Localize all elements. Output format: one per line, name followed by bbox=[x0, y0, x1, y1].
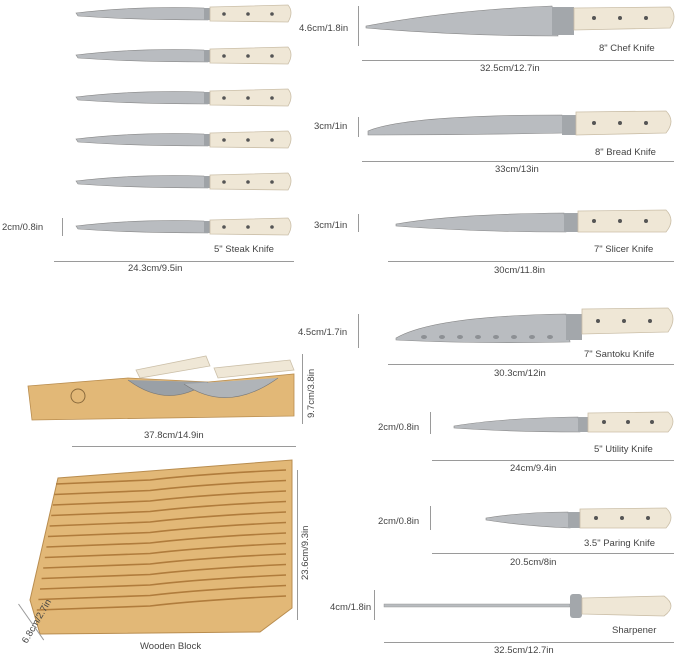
steak-knife-1 bbox=[75, 4, 292, 23]
slicer-knife-label: 7" Slicer Knife bbox=[594, 244, 654, 255]
block-slot bbox=[44, 542, 287, 559]
santoku-height-dim: 4.5cm/1.7in bbox=[298, 327, 348, 338]
chef-knife-label: 8" Chef Knife bbox=[599, 43, 655, 54]
bread-knife bbox=[367, 110, 672, 136]
sharpener-height-tick bbox=[374, 590, 375, 620]
block-width-dim: 37.8cm/14.9in bbox=[144, 430, 204, 441]
utility-knife-label: 5" Utility Knife bbox=[594, 444, 653, 455]
block-slot bbox=[51, 500, 287, 517]
block-depth-dim: 23.6cm/9.3in bbox=[300, 525, 311, 580]
paring-knife bbox=[485, 507, 672, 529]
block-height-tick bbox=[302, 354, 303, 424]
utility-length-line bbox=[432, 460, 674, 461]
santoku-knife-label: 7" Santoku Knife bbox=[584, 349, 655, 360]
paring-length-line bbox=[432, 553, 674, 554]
block-slot bbox=[39, 574, 287, 590]
santoku-length-dim: 30.3cm/12in bbox=[494, 368, 546, 379]
chef-height-tick bbox=[358, 6, 359, 46]
block-slot bbox=[49, 511, 287, 527]
sharpener-label: Sharpener bbox=[612, 625, 657, 636]
santoku-length-line bbox=[388, 364, 674, 365]
utility-length-dim: 24cm/9.4in bbox=[510, 463, 557, 474]
paring-length-dim: 20.5cm/8in bbox=[510, 557, 557, 568]
steak-height-dim: 2cm/0.8in bbox=[2, 222, 44, 233]
steak-length-line bbox=[54, 261, 294, 262]
block-depth-tick bbox=[297, 470, 298, 620]
wooden-block-label: Wooden Block bbox=[140, 641, 202, 652]
wooden-block-side-view bbox=[27, 355, 295, 421]
steak-knife-3 bbox=[75, 88, 292, 107]
santoku-height-tick bbox=[358, 314, 359, 348]
block-width-line bbox=[72, 446, 296, 447]
sharpener-height-dim: 4cm/1.8in bbox=[330, 602, 372, 613]
steak-length-dim: 24.3cm/9.5in bbox=[128, 263, 183, 274]
steak-height-tick bbox=[62, 218, 63, 236]
block-body bbox=[29, 459, 293, 635]
slicer-knife bbox=[395, 209, 672, 233]
bread-knife-label: 8" Bread Knife bbox=[595, 147, 656, 158]
bread-height-tick bbox=[358, 117, 359, 137]
bread-length-line bbox=[362, 161, 674, 162]
chef-length-dim: 32.5cm/12.7in bbox=[480, 63, 540, 74]
utility-knife bbox=[453, 411, 674, 433]
slicer-length-line bbox=[388, 261, 674, 262]
chef-length-line bbox=[362, 60, 674, 61]
block-slot bbox=[52, 490, 287, 506]
sharpener bbox=[383, 594, 672, 618]
bread-height-dim: 3cm/1in bbox=[314, 121, 348, 132]
sharpener-length-dim: 32.5cm/12.7in bbox=[494, 645, 554, 656]
block-slot bbox=[47, 521, 287, 538]
block-slot bbox=[36, 595, 287, 611]
block-thickness-dim: 6.8cm/2.7in bbox=[20, 597, 55, 646]
slicer-height-dim: 3cm/1in bbox=[314, 220, 348, 231]
santoku-knife bbox=[395, 307, 674, 343]
slicer-height-tick bbox=[358, 214, 359, 232]
block-slot bbox=[41, 563, 287, 580]
utility-height-tick bbox=[430, 412, 431, 434]
paring-height-tick bbox=[430, 506, 431, 530]
steak-knife-6 bbox=[75, 217, 292, 236]
block-height-dim: 9.7cm/3.8in bbox=[306, 368, 317, 418]
paring-height-dim: 2cm/0.8in bbox=[378, 516, 420, 527]
paring-knife-label: 3.5" Paring Knife bbox=[584, 538, 655, 549]
steak-knife-2 bbox=[75, 46, 292, 65]
block-slot bbox=[55, 469, 287, 485]
chef-height-dim: 4.6cm/1.8in bbox=[299, 23, 349, 34]
bread-length-dim: 33cm/13in bbox=[495, 164, 539, 175]
block-slot bbox=[43, 553, 287, 569]
block-slot bbox=[38, 584, 287, 601]
block-slot bbox=[46, 532, 287, 548]
utility-height-dim: 2cm/0.8in bbox=[378, 422, 420, 433]
chef-knife bbox=[365, 5, 675, 37]
slicer-length-dim: 30cm/11.8in bbox=[494, 265, 546, 276]
sharpener-length-line bbox=[384, 642, 674, 643]
steak-knife-label: 5" Steak Knife bbox=[214, 244, 274, 255]
steak-knife-4 bbox=[75, 130, 292, 149]
block-slot bbox=[54, 479, 287, 496]
steak-knife-5 bbox=[75, 172, 292, 191]
